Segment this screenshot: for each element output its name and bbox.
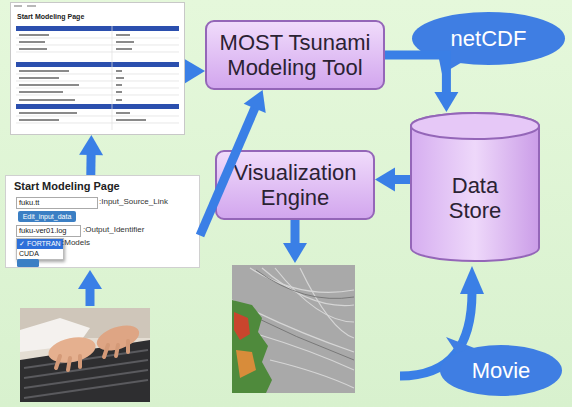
right-hand <box>94 321 143 356</box>
bubble-body <box>412 12 565 65</box>
table-headers <box>16 26 179 109</box>
flow-arrow <box>78 270 102 306</box>
bubble-body <box>440 345 562 396</box>
input-field: fuku-ver01.log <box>16 225 81 237</box>
arrow-head <box>434 92 458 112</box>
flow-arrow <box>79 135 103 175</box>
arrow-shaft <box>393 175 410 184</box>
node-text: Start Modeling Page <box>14 180 120 192</box>
input-field: fuku.tt <box>16 197 98 209</box>
photo-backdrop <box>20 308 150 402</box>
cell-text-marks <box>19 34 146 121</box>
keyboard-photo <box>20 308 150 402</box>
arrow-head <box>244 90 266 113</box>
process-box: MOST Tsunami Modeling Tool <box>205 20 385 90</box>
field-label: :Output_Identifier <box>83 225 144 234</box>
speech-bubble: netCDF <box>412 12 565 65</box>
render-sea <box>232 265 355 393</box>
render-hills <box>236 350 256 378</box>
arrow-head <box>185 59 205 83</box>
process-box: Visualization Engine <box>215 150 375 220</box>
field-label: :Input_Source_Link <box>99 197 168 206</box>
node-text: Movie <box>472 358 531 384</box>
form-screenshot: Start Modeling Page <box>10 2 185 135</box>
arrow-shaft <box>86 153 95 175</box>
form-screenshot: Start Modeling Page fuku.ttEdit_input_dat… <box>5 175 200 268</box>
arrow-head <box>375 167 395 191</box>
node-text: Start Modeling Page <box>17 13 84 20</box>
data-cylinder: Data Store <box>410 112 540 262</box>
arrow-head <box>283 243 307 263</box>
form-button: Edit_input_data <box>18 211 76 222</box>
node-text: fuku-ver01.log <box>19 226 67 235</box>
node-text: Data Store <box>435 173 515 223</box>
node-text: CUDA <box>17 249 63 259</box>
render-land <box>232 300 272 393</box>
flow-arrow <box>385 55 458 112</box>
tsunami-render <box>232 265 355 393</box>
dropdown-menu: ✓ FORTRANCUDA <box>16 238 64 260</box>
hidden-button <box>17 259 39 267</box>
node-text: netCDF <box>451 26 527 52</box>
field-label: :Models <box>62 238 90 247</box>
left-hand <box>46 333 98 366</box>
speech-bubble: Movie <box>440 345 562 396</box>
nav-marks <box>14 5 36 7</box>
arrow-shaft <box>185 67 187 76</box>
render-highland <box>234 312 250 340</box>
table-rows <box>16 26 179 130</box>
cylinder-body <box>411 113 539 261</box>
arrow-shaft <box>291 220 300 245</box>
fingers <box>56 341 128 370</box>
flow-arrow <box>283 220 307 263</box>
arrow-shaft <box>385 55 446 94</box>
node-text: Edit_input_data <box>23 213 72 220</box>
arrow-head <box>460 266 484 294</box>
node-text: MOST Tsunami Modeling Tool <box>211 30 379 80</box>
flow-arrow <box>185 59 205 83</box>
node-text: ✓ FORTRAN <box>17 239 63 249</box>
arrow-head <box>79 135 103 155</box>
node-text: fuku.tt <box>19 198 39 207</box>
flow-arrow <box>375 167 410 191</box>
node-text: Visualization Engine <box>221 160 369 210</box>
arrow-shaft <box>200 107 255 236</box>
arrow-head <box>78 270 102 289</box>
flow-arrow <box>200 90 266 235</box>
cylinder-top <box>411 113 539 139</box>
